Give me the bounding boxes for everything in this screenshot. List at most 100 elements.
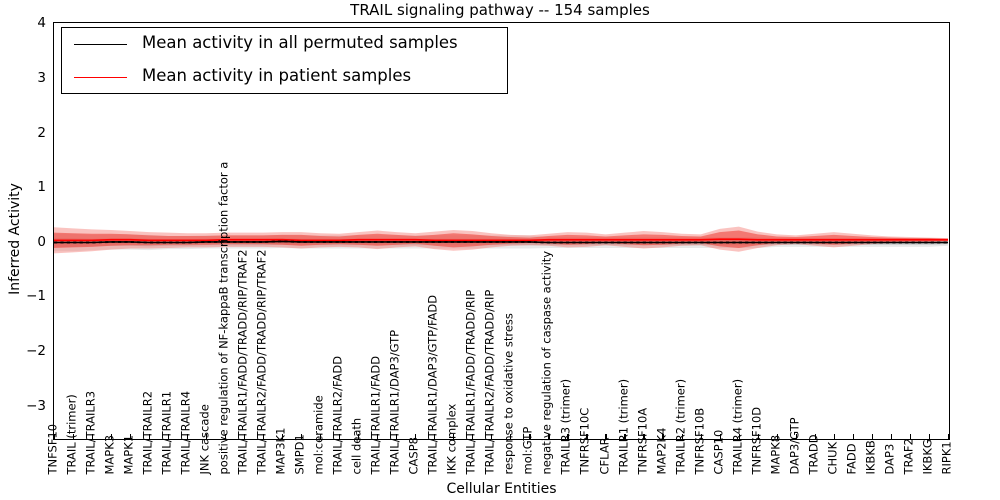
legend-color-swatch	[74, 44, 127, 45]
x-tick-label: TRAIL/TRAILR1/FADD/TRADD/RIP/TRAF2	[235, 248, 250, 474]
legend-item: Mean activity in patient samples	[62, 61, 507, 94]
x-tick-mark	[377, 434, 379, 439]
x-tick-mark	[320, 434, 322, 439]
x-tick-mark	[224, 434, 227, 439]
x-tick-label: IKK complex	[444, 403, 459, 474]
x-tick-label: TRAIL/TRAILR1/DAP3/GTP	[387, 329, 402, 474]
x-tick-label: TRAIL/TRAILR4	[178, 390, 193, 474]
x-tick-mark	[91, 434, 94, 439]
x-tick-mark	[510, 434, 512, 439]
x-tick-mark	[567, 434, 569, 439]
x-tick-label: TRAIL/TRAILR1/FADD/TRADD/RIP	[463, 289, 478, 474]
x-tick-mark	[928, 434, 930, 439]
x-tick-label: mol:ceramide	[311, 394, 326, 474]
x-tick-label: MAP3K1	[273, 427, 288, 474]
x-axis-label: Cellular Entities	[446, 481, 557, 497]
x-tick-label: TNFRSF10B	[692, 407, 707, 474]
x-tick-label: TRAIL/TRAILR1/DAP3/GTP/FADD	[425, 294, 440, 474]
x-tick-mark	[263, 434, 265, 439]
x-tick-mark	[186, 434, 189, 439]
x-tick-mark	[605, 434, 607, 439]
x-tick-label: TRAF2	[901, 437, 916, 474]
x-tick-mark	[529, 434, 531, 439]
x-tick-label: MAPK3	[102, 434, 117, 474]
x-tick-label: TRAIL/TRAILR2/FADD/TRADD/RIP/TRAF2	[254, 248, 269, 474]
x-tick-mark	[148, 434, 151, 439]
x-tick-mark	[396, 434, 398, 439]
x-tick-label: TRADD	[806, 433, 821, 474]
x-tick-mark	[53, 434, 55, 439]
x-tick-mark	[814, 434, 816, 439]
x-tick-mark	[833, 434, 835, 439]
x-tick-label: TRAIL/TRAILR1	[159, 390, 174, 474]
x-tick-mark	[72, 434, 74, 439]
x-tick-mark	[548, 434, 550, 439]
x-tick-mark	[852, 434, 854, 439]
x-tick-label: MAPK1	[121, 434, 136, 474]
x-tick-label: CASP8	[406, 436, 421, 474]
x-tick-label: TRAILR1 (trimer)	[616, 378, 631, 474]
x-tick-mark	[167, 434, 170, 439]
legend-label: Mean activity in all permuted samples	[142, 33, 458, 52]
x-tick-mark	[947, 434, 949, 439]
x-tick-label: TRAILR3 (trimer)	[558, 378, 573, 474]
patient-band-1sd	[54, 230, 948, 248]
x-tick-label: RIPK1	[939, 440, 954, 474]
x-tick-mark	[719, 434, 721, 439]
x-tick-label: positive regulation of NF-kappaB transcr…	[216, 161, 231, 474]
x-tick-mark	[129, 434, 132, 439]
x-tick-mark	[890, 434, 892, 439]
x-tick-label: CHUK	[825, 441, 840, 474]
x-tick-mark	[282, 434, 284, 439]
x-tick-mark	[624, 434, 626, 439]
x-tick-label: FADD	[844, 442, 859, 474]
x-tick-mark	[643, 434, 645, 439]
x-tick-label: TRAIL/TRAILR2/FADD/TRADD/RIP	[482, 289, 497, 474]
x-tick-mark	[491, 434, 493, 439]
legend-item: Mean activity in all permuted samples	[62, 28, 507, 61]
x-tick-mark	[205, 434, 208, 439]
x-tick-mark	[472, 434, 474, 439]
x-tick-label: TRAIL (trimer)	[64, 393, 79, 474]
x-tick-mark	[681, 434, 683, 439]
legend-label: Mean activity in patient samples	[142, 66, 412, 85]
x-tick-label: response to oxidative stress	[501, 312, 516, 474]
x-tick-label: MAP2K4	[654, 427, 669, 474]
legend-color-swatch	[74, 77, 127, 78]
plot-svg	[54, 226, 948, 254]
x-tick-label: TNFSF10	[45, 423, 60, 474]
x-tick-mark	[700, 434, 702, 439]
x-tick-mark	[110, 434, 113, 439]
patient-mean-line	[54, 238, 948, 242]
x-tick-mark	[871, 434, 873, 439]
x-tick-label: DAP3	[882, 443, 897, 474]
x-tick-label: JNK cascade	[197, 403, 212, 474]
x-tick-label: TRAILR2 (trimer)	[673, 378, 688, 474]
x-tick-mark	[301, 434, 303, 439]
x-tick-mark	[757, 434, 759, 439]
x-tick-label: TRAIL/TRAILR2/FADD	[330, 355, 345, 474]
x-tick-label: mol:GTP	[520, 426, 535, 474]
x-tick-label: TRAIL/TRAILR3	[83, 390, 98, 474]
chart-title: TRAIL signaling pathway -- 154 samples	[350, 1, 650, 19]
x-tick-mark	[586, 434, 588, 439]
x-tick-label: TNFRSF10D	[749, 406, 764, 474]
x-tick-mark	[415, 434, 417, 439]
x-tick-label: TRAIL/TRAILR2	[140, 390, 155, 474]
x-tick-label: IKBKG	[920, 438, 935, 474]
x-tick-label: cell death	[349, 417, 364, 474]
x-tick-label: TNFRSF10A	[635, 407, 650, 474]
x-tick-mark	[795, 434, 797, 439]
x-tick-label: TRAILR4 (trimer)	[730, 378, 745, 474]
x-tick-label: SMPD1	[292, 433, 307, 474]
x-tick-mark	[358, 434, 360, 439]
x-tick-label: negative regulation of caspase activity	[539, 250, 554, 474]
x-tick-label: TRAIL/TRAILR1/FADD	[368, 355, 383, 474]
x-tick-label: CASP10	[711, 429, 726, 474]
x-tick-label: CFLAR	[597, 436, 612, 474]
x-tick-label: DAP3/GTP	[787, 416, 802, 474]
x-tick-mark	[738, 434, 740, 439]
x-tick-mark	[909, 434, 911, 439]
